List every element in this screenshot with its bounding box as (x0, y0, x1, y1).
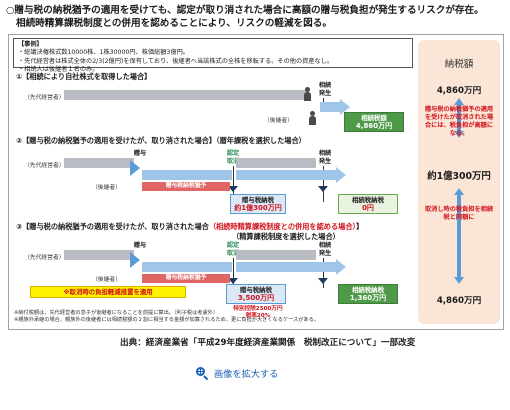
intro-line-2: 相続時精算課税制度との併用を認めることにより、リスクの軽減を図る。 (16, 18, 332, 29)
footnote-2: ※親族外承継の場合、親族外の後継者には相続税額の２割に相当する金額が加算されるた… (14, 317, 319, 323)
section-3-gift-tax-value: 3,500万円 (237, 294, 275, 302)
panel-amount-bottom: 4,860万円 (436, 296, 482, 306)
section-1-tax-title: 相続税額 (361, 114, 387, 122)
section-3-inherit-label: 相続 発生 (318, 242, 332, 257)
section-2-deferral-bar: 贈与税納税猶予 (142, 182, 230, 191)
enlarge-image-link[interactable]: 画像を拡大する (196, 366, 279, 381)
section-3-successor-bar-2 (236, 262, 336, 272)
section-2-inherit-arrow (318, 186, 328, 192)
section-2-successor-bar (142, 170, 232, 180)
section-1-successor-bar (320, 102, 342, 112)
section-3-successor-bar (142, 262, 232, 272)
section-3-title: ③【贈与税の納税猶予の適用を受けたが、取り消された場合（相続時精算課税制度との併… (16, 222, 363, 232)
section-2-gift-tax-title: 贈与税納税 (242, 196, 274, 204)
intro-line-1: ○贈与税の納税猶予の適用を受けても、認定が取り消された場合に高額の贈与税負担が発… (6, 5, 484, 16)
section-2-inherit-tax-title: 相続税納税 (352, 196, 384, 204)
section-1-arrow (340, 99, 350, 115)
section-2-cancel-line (233, 166, 234, 202)
senior-person-icon (303, 87, 311, 101)
section-1-title: ①【相続により自社株式を取得した場合】 (16, 72, 152, 81)
section-3-senior-bar-2 (236, 250, 316, 260)
section-2-inherit-tax-value: 0円 (362, 204, 374, 212)
tax-amount-panel: 納税額 4,860万円 贈与税の納税猶予の適用を受けたが取消された場合には、税負… (418, 40, 500, 324)
enlarge-image-label: 画像を拡大する (214, 369, 279, 380)
section-2-cancel-arrow (228, 186, 238, 192)
section-1-tax-value: 4,860万円 (355, 122, 393, 130)
section-2-inherit-tax-box: 相続税納税 0円 (338, 194, 398, 214)
panel-amount-mid: 約1億300万円 (427, 171, 491, 182)
section-3-note-rate: 税率20% (245, 313, 271, 319)
section-2-cancel-label: 認定 取消 (226, 150, 240, 165)
section-2-gift-label: 贈与 (133, 150, 147, 157)
panel-up-down-arrow-top (454, 98, 464, 138)
case-heading: 【事例】 (18, 41, 43, 48)
section-2-title: ②【贈与税の納税猶予の適用を受けたが、取り消された場合】（暦年課税を選択した場合… (16, 136, 306, 145)
panel-amount-top: 4,860万円 (436, 86, 482, 96)
section-2-gift-tax-value: 約1億300万円 (234, 204, 282, 212)
footnote-1: ※納付税額は、先代経営者の息子が後継者になることを前提に算出。（利子税は考慮外） (14, 310, 219, 316)
footnotes: ※納付税額は、先代経営者の息子が後継者になることを前提に算出。（利子税は考慮外）… (14, 310, 414, 324)
successor-person-icon (308, 111, 316, 125)
section-2-gift-tax-box: 贈与税納税 約1億300万円 (230, 194, 286, 214)
section-2-inherit-label: 相続 発生 (318, 150, 332, 165)
panel-note-mid: 取消し時の税負担を相続税と同額に (424, 206, 494, 221)
section-1-successor-label: （後継者） (264, 118, 293, 124)
section-3-cancel-line (233, 258, 234, 288)
section-3-subtitle: （精算課税制度を選択した場合） (232, 232, 340, 241)
section-2-end-arrow (336, 167, 346, 183)
section-2-senior-bar-2 (236, 158, 316, 168)
section-3-title-b: 】 (356, 222, 364, 231)
section-1-tax-box: 相続税額 4,860万円 (344, 112, 404, 132)
zoom-in-icon (196, 367, 209, 381)
case-box: 【事例】 ・総議決権株式数10000株、1株30000円、株価総額3億円。 ・先… (13, 38, 413, 73)
section-3-gift-tax-title: 贈与税納税 (240, 286, 272, 294)
section-2-senior-label: （先代経営者） (24, 163, 65, 169)
section-3-successor-label: （後継者） (92, 277, 121, 283)
intro-text: ○贈与税の納税猶予の適用を受けても、認定が取り消された場合に高額の贈与税負担が発… (6, 4, 506, 30)
section-1-senior-label: （先代経営者） (24, 95, 65, 101)
panel-title: 納税額 (444, 59, 474, 70)
section-3-end-arrow (336, 259, 346, 275)
case-line-2: ・先代経営者は株式全体の2/3(2億円)を保有しており、後継者へ当該株式の全株を… (18, 57, 334, 65)
section-3-title-red: （相続時精算課税制度との併用を認める場合） (208, 222, 357, 231)
section-3-inherit-tax-value: 1,360万円 (349, 294, 387, 302)
case-line-3: ・相続人は後継者１名のみ。 (18, 66, 99, 74)
section-3-inherit-arrow (318, 278, 328, 284)
section-3-inherit-tax-box: 相続税納税 1,360万円 (338, 284, 398, 304)
section-2-senior-bar (64, 158, 134, 168)
section-3-gift-tax-box: 贈与税納税 3,500万円 (226, 284, 286, 304)
panel-note-top: 贈与税の納税猶予の適用を受けたが取消された場合には、税負担が高額になる。 (424, 106, 494, 137)
section-3-senior-bar (64, 250, 134, 260)
section-1-inherit-label: 相続 発生 (318, 82, 332, 97)
section-3-note-deduction: 特別控除2500万円 (233, 306, 283, 312)
section-2-successor-label: （後継者） (92, 185, 121, 191)
section-3-inherit-line (323, 258, 324, 288)
relief-measure-highlight: ※取消時の負担軽減措置を適用 (30, 286, 186, 298)
section-3-cancel-label: 認定 取消 (226, 242, 240, 257)
section-3-deferral-bar: 贈与税納税猶予 (142, 274, 230, 283)
section-3-title-a: ③【贈与税の納税猶予の適用を受けたが、取り消された場合 (16, 222, 209, 231)
section-3-gift-arrow (130, 252, 140, 268)
section-3-gift-label: 贈与 (133, 242, 147, 249)
section-2-successor-bar-2 (236, 170, 336, 180)
section-2-gift-arrow (130, 160, 140, 176)
source-citation: 出典：経済産業省「平成29年度経済産業関係 税制改正について」一部改変 (120, 338, 416, 348)
section-3-senior-label: （先代経営者） (24, 255, 65, 261)
section-3-inherit-tax-title: 相続税納税 (352, 286, 384, 294)
section-1-senior-bar (64, 90, 308, 100)
section-3-gift-tax-note: 特別控除2500万円 税率20% (226, 306, 290, 320)
section-3-cancel-arrow (228, 278, 238, 284)
panel-up-down-arrow-bottom (454, 188, 464, 284)
section-2-inherit-line (323, 166, 324, 202)
case-line-1: ・総議決権株式数10000株、1株30000円、株価総額3億円。 (18, 49, 189, 57)
